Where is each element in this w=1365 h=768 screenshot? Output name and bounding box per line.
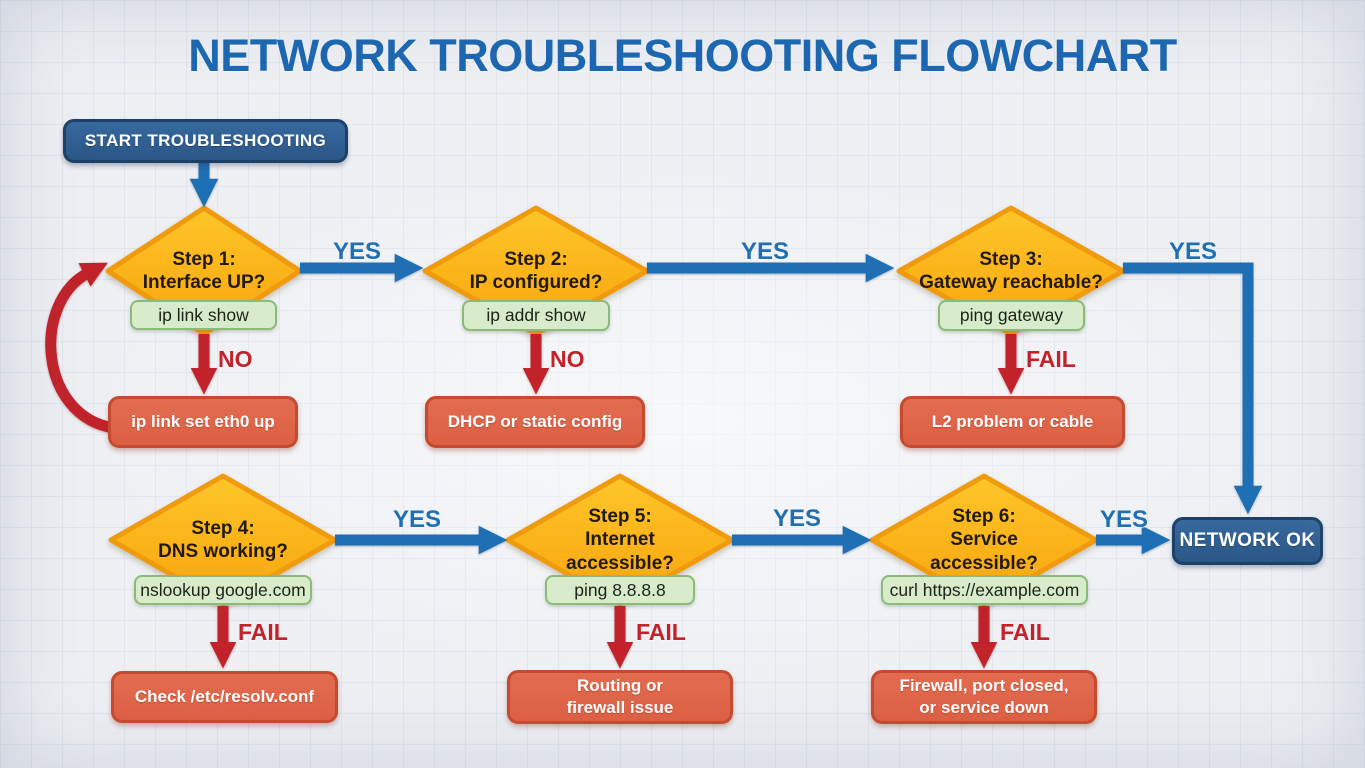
- step-3-action: L2 problem or cable: [900, 396, 1125, 448]
- step-1-no-label: NO: [218, 345, 253, 372]
- step-6-yes-label: YES: [1099, 506, 1149, 533]
- edge-step3-yes-network-ok: [1123, 262, 1263, 515]
- step-2-question: Step 2: IP configured?: [469, 248, 603, 293]
- page-title: NETWORK TROUBLESHOOTING FLOWCHART: [188, 30, 1177, 81]
- step-3-fail-label: FAIL: [1026, 345, 1076, 372]
- step-5-fail-label: FAIL: [636, 618, 686, 645]
- start-node: START TROUBLESHOOTING: [63, 119, 348, 163]
- step-4-fail-label: FAIL: [238, 618, 288, 645]
- step-5-yes-label: YES: [772, 505, 822, 532]
- step-1-command: ip link show: [130, 300, 277, 330]
- step-3-question: Step 3: Gateway reachable?: [919, 248, 1103, 293]
- step-4-question: Step 4: DNS working?: [158, 517, 288, 562]
- step-1-action: ip link set eth0 up: [108, 396, 298, 448]
- step-6-action: Firewall, port closed, or service down: [871, 670, 1097, 724]
- step-2-action: DHCP or static config: [425, 396, 645, 448]
- step-4-yes-label: YES: [392, 506, 442, 533]
- step-1-yes-label: YES: [332, 238, 382, 265]
- step-5-command: ping 8.8.8.8: [545, 575, 695, 605]
- step-3-command: ping gateway: [938, 300, 1085, 331]
- step-2-no-label: NO: [550, 345, 585, 372]
- step-2-command: ip addr show: [462, 300, 610, 331]
- step-3-yes-label: YES: [1168, 238, 1218, 265]
- edge-retry-loop-step1: [45, 262, 116, 434]
- step-6-command: curl https://example.com: [881, 575, 1088, 605]
- step-6-question: Step 6: Service accessible?: [930, 506, 1038, 574]
- step-4-action: Check /etc/resolv.conf: [111, 671, 338, 723]
- step-5-question: Step 5: Internet accessible?: [566, 506, 674, 574]
- step-1-question: Step 1: Interface UP?: [142, 248, 266, 293]
- step-6-fail-label: FAIL: [1000, 618, 1050, 645]
- network-ok-node: NETWORK OK: [1172, 517, 1323, 565]
- step-2-yes-label: YES: [740, 238, 790, 265]
- step-4-command: nslookup google.com: [134, 575, 312, 605]
- step-5-action: Routing or firewall issue: [507, 670, 733, 724]
